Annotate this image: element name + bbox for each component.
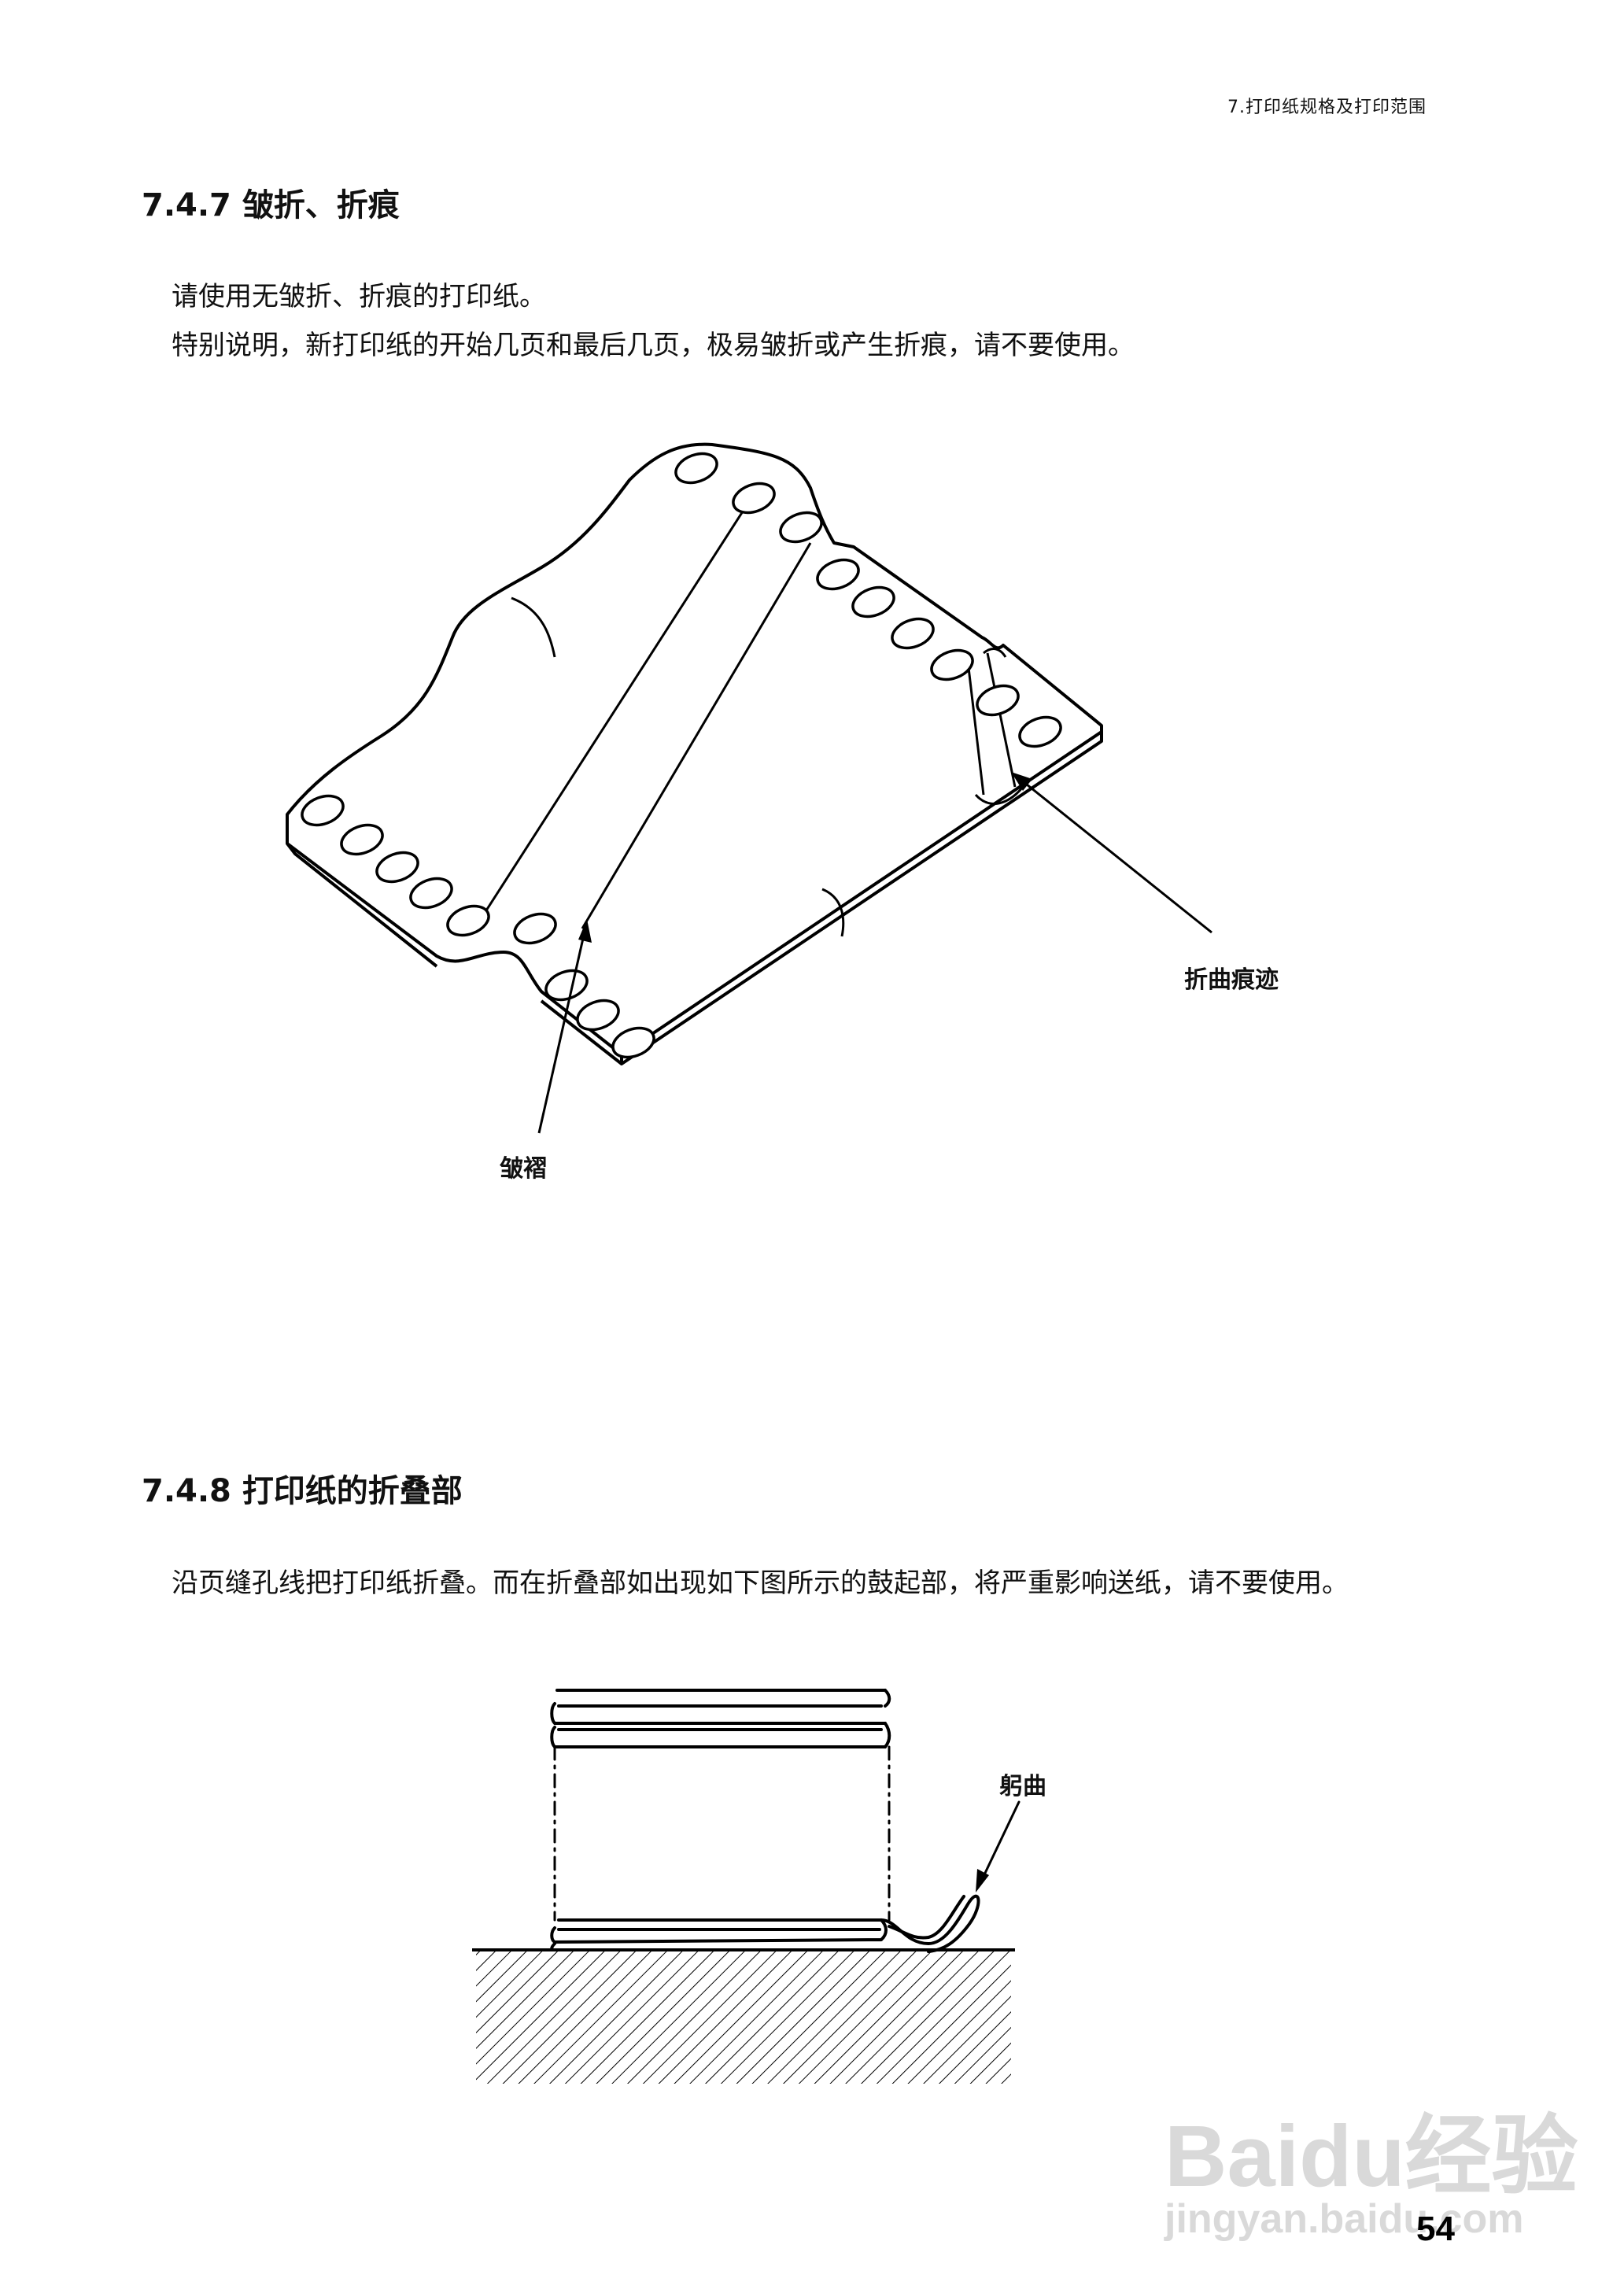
ground-hatch xyxy=(476,1950,1011,2084)
paragraph-3: 沿页缝孔线把打印纸折叠。而在折叠部如出现如下图所示的鼓起部，将严重影响送纸，请不… xyxy=(172,1567,1349,1599)
page-number: 54 xyxy=(1416,2210,1455,2248)
leader-curl xyxy=(978,1800,1021,1886)
curl xyxy=(880,1894,980,1953)
label-crease-marks: 折曲痕迹 xyxy=(1184,966,1279,994)
top-stack xyxy=(550,1689,891,1748)
section-heading-748: 7.4.8 打印纸的折叠部 xyxy=(142,1473,463,1509)
watermark-logo: Baidu经验 xyxy=(1164,2108,1578,2205)
wrinkle-line xyxy=(471,491,757,933)
paragraph-2: 特别说明，新打印纸的开始几页和最后几页，极易皱折或产生折痕，请不要使用。 xyxy=(172,330,1135,361)
leader-wrinkle xyxy=(537,924,588,1134)
section-heading-747: 7.4.7 皱折、折痕 xyxy=(142,187,400,223)
label-curl: 躬曲 xyxy=(999,1773,1046,1800)
leader-crease xyxy=(1014,774,1212,934)
watermark-url: jingyan.baidu.com xyxy=(1164,2196,1524,2242)
chapter-header: 7.打印纸规格及打印范围 xyxy=(1227,98,1427,117)
paper-top-surface xyxy=(286,442,1103,1056)
paragraph-1: 请使用无皱折、折痕的打印纸。 xyxy=(172,281,546,312)
label-wrinkle: 皱褶 xyxy=(500,1155,547,1183)
crease-line xyxy=(966,660,985,796)
bottom-stack xyxy=(550,1918,930,1951)
sprocket-holes xyxy=(301,452,1062,1059)
wrinkle-line xyxy=(581,542,812,929)
crease-line xyxy=(986,652,1017,788)
